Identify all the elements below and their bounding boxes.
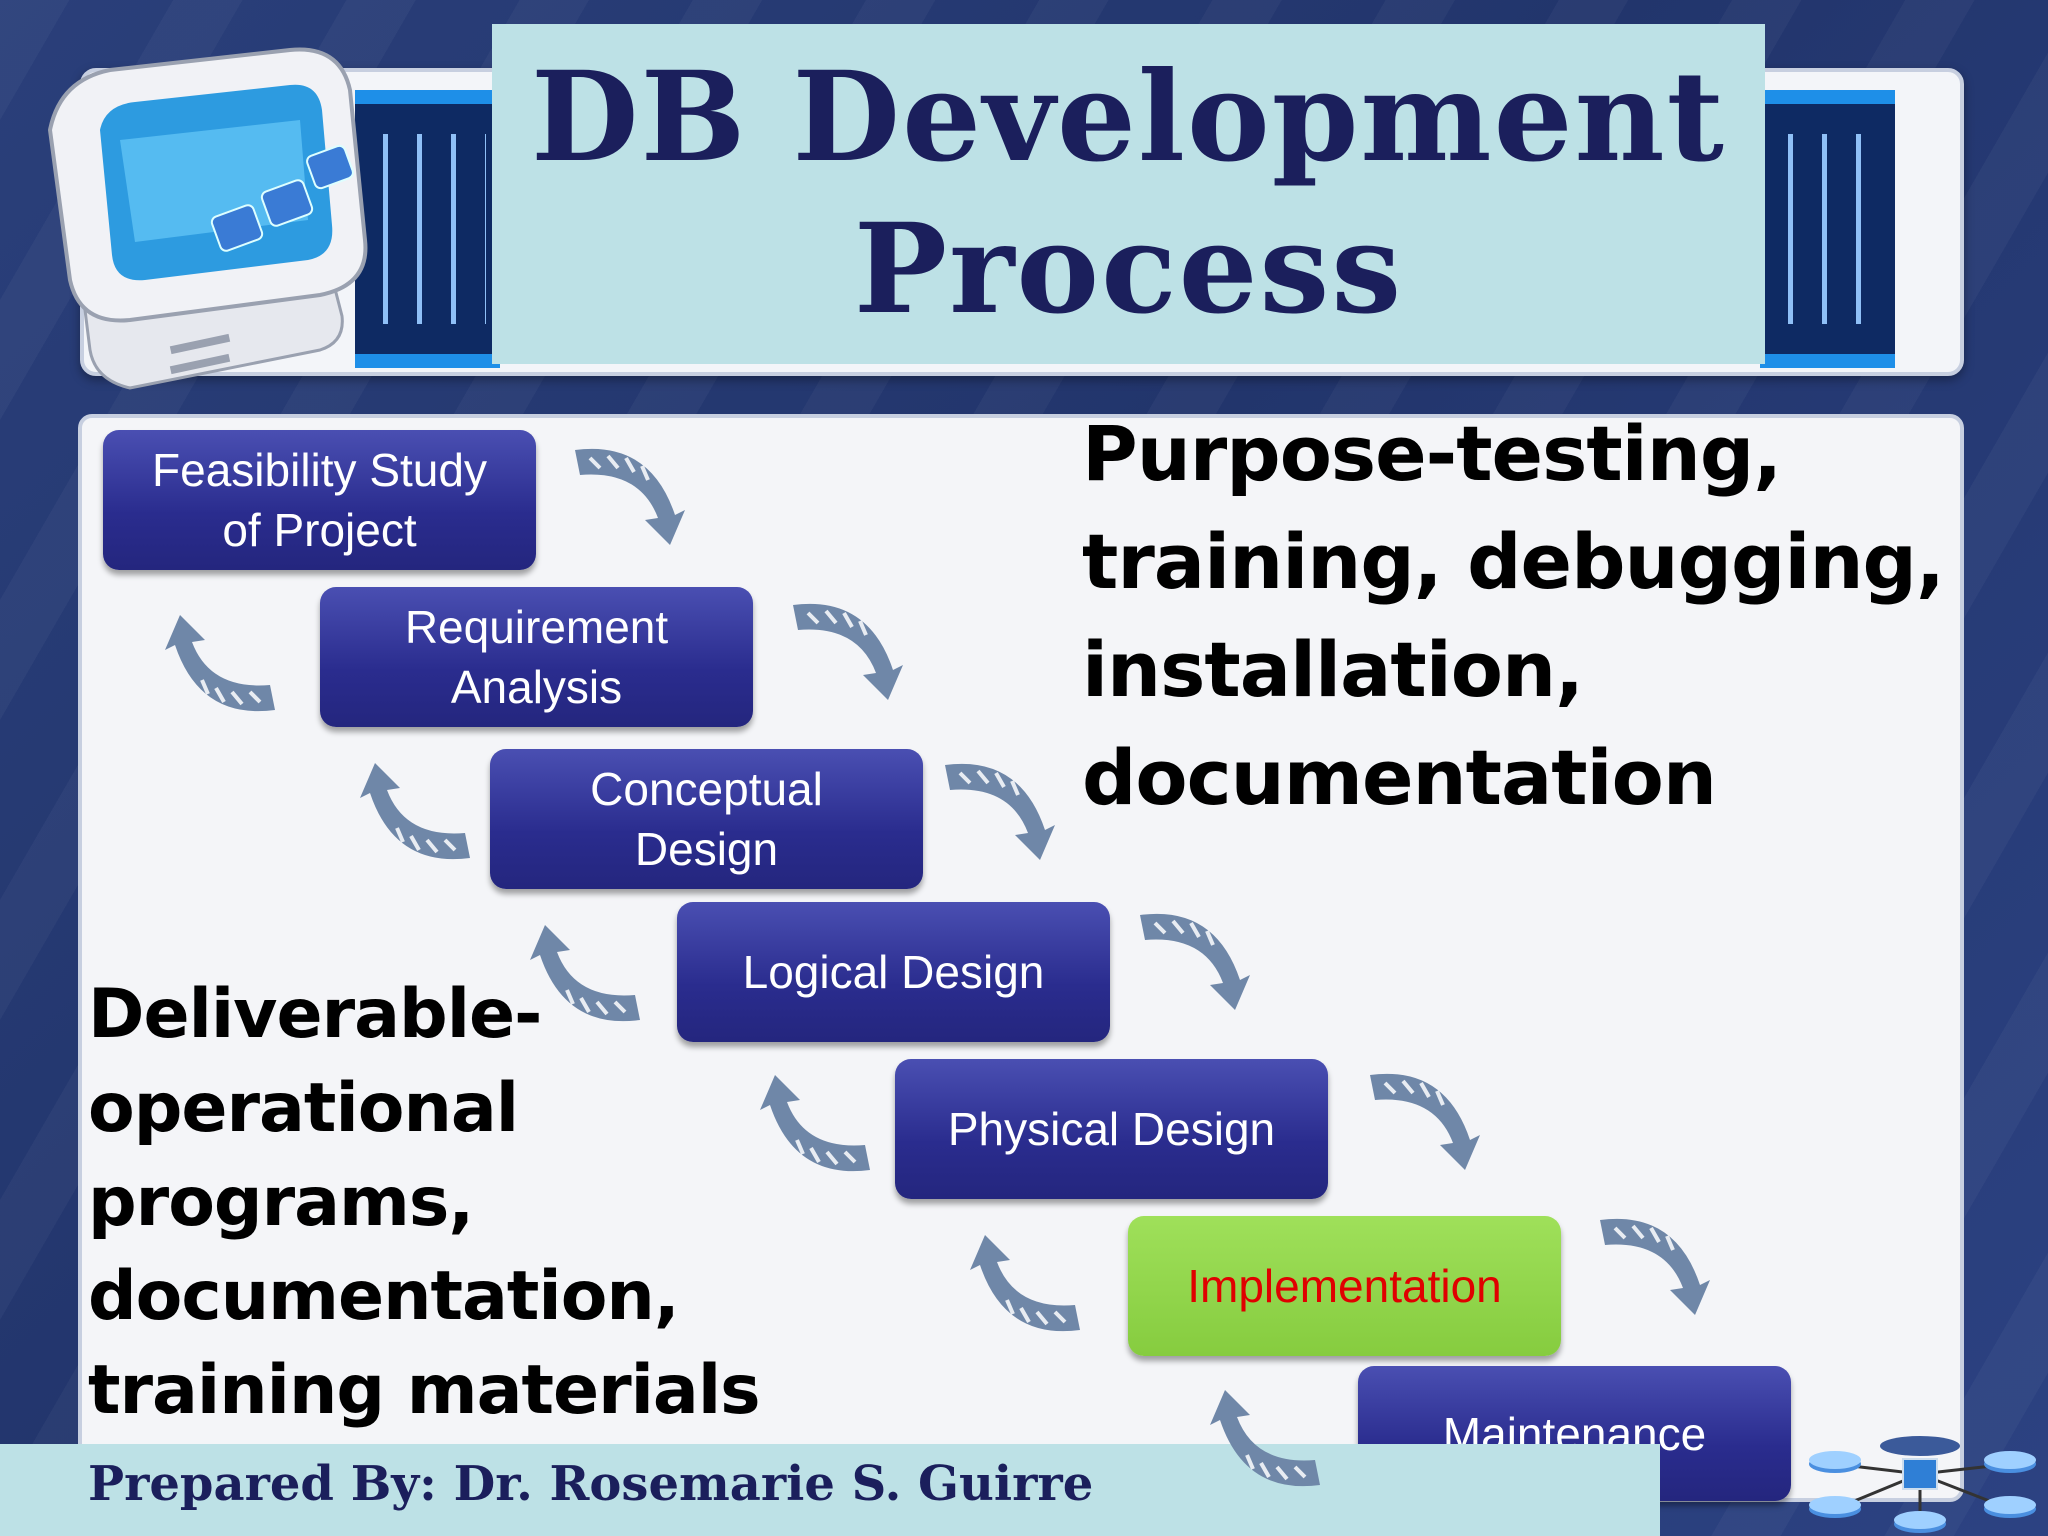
step-logical-design: Logical Design — [677, 902, 1110, 1042]
title-line-2: Process — [854, 194, 1403, 346]
backward-arrow-icon — [755, 1070, 875, 1190]
purpose-text: Purpose-testing, training, debugging, in… — [1082, 400, 2012, 832]
step-implementation: Implementation — [1128, 1216, 1561, 1356]
backward-arrow-icon — [965, 1230, 1085, 1350]
title-box: DB Development Process — [492, 24, 1765, 364]
header-decoration-right — [1760, 90, 1895, 368]
database-network-icon — [1795, 1424, 2048, 1536]
title-line-1: DB Development — [531, 42, 1726, 194]
forward-arrow-icon — [940, 745, 1060, 865]
backward-arrow-icon — [525, 920, 645, 1040]
forward-arrow-icon — [1365, 1055, 1485, 1175]
forward-arrow-icon — [570, 430, 690, 550]
backward-arrow-icon — [1205, 1385, 1325, 1505]
backward-arrow-icon — [160, 610, 280, 730]
step-physical-design: Physical Design — [895, 1059, 1328, 1199]
forward-arrow-icon — [788, 585, 908, 705]
footer-prepared-by: Prepared By: Dr. Rosemarie S. Guirre — [88, 1456, 1093, 1512]
forward-arrow-icon — [1135, 895, 1255, 1015]
forward-arrow-icon — [1595, 1200, 1715, 1320]
computer-monitor-icon — [20, 20, 380, 400]
backward-arrow-icon — [355, 758, 475, 878]
